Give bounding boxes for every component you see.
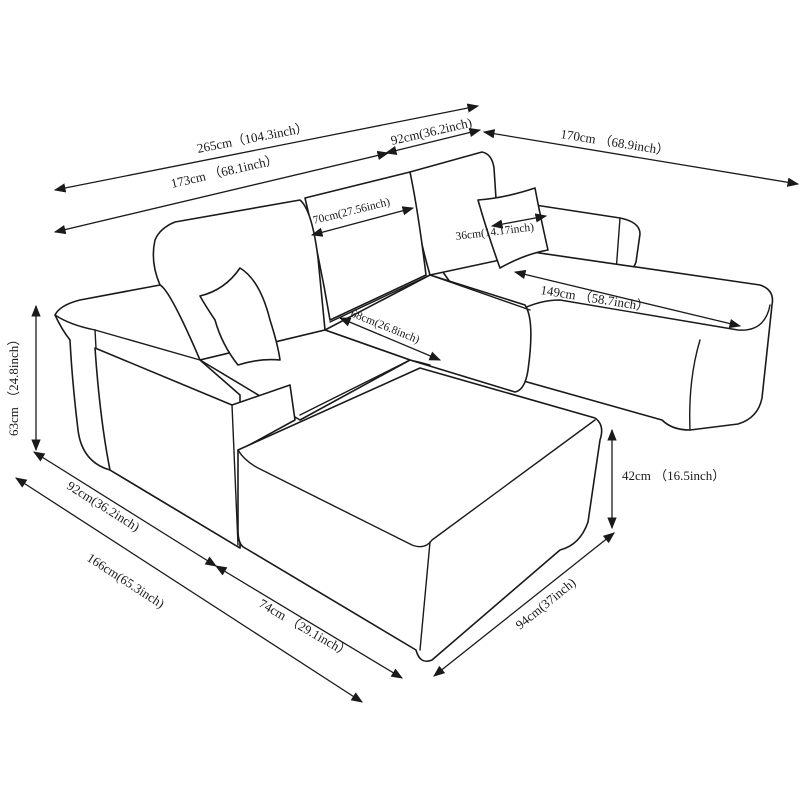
sofa-drawing: [54, 151, 774, 663]
dim-line-pillow: [490, 213, 548, 229]
left-arm-top: [94, 329, 201, 361]
dim-line-ottoman-width: [433, 532, 615, 677]
dim-line-main-length: [53, 150, 390, 235]
chaise-arm-edge: [615, 217, 621, 273]
label-main-length: 173cm （68.1inch）: [169, 152, 279, 191]
label-side-depth: 92cm(36.2inch): [64, 478, 142, 535]
dim-line-chaise-width: [384, 127, 482, 156]
ottoman-corner: [419, 541, 431, 651]
dim-line-chaise-seat: [513, 269, 742, 329]
label-back-height: 63cm （24.8inch）: [6, 333, 21, 436]
dim-line-ottoman-length: [214, 565, 404, 679]
chaise-seat-corner: [689, 339, 701, 431]
dim-line-back-cushion: [310, 206, 415, 237]
label-ottoman-width: 94cm(37inch): [512, 575, 578, 633]
label-ottoman-length: 74cm （29.1inch）: [257, 596, 354, 661]
front-base-block: [94, 347, 296, 549]
seat-cushion-top-edge: [329, 274, 531, 323]
label-chaise-width: 92cm(36.2inch): [389, 115, 473, 148]
label-seat-height: 42cm （16.5inch）: [622, 468, 725, 483]
ottoman-top-edge: [237, 419, 596, 548]
dim-line-chaise-length: [482, 129, 800, 187]
dimension-lines: [15, 103, 800, 703]
label-total-depth: 166cm(65.3inch): [84, 550, 167, 611]
pillow-left: [199, 267, 281, 366]
dim-line-seat-depth: [338, 317, 442, 361]
left-arm-top-curve: [54, 314, 96, 331]
